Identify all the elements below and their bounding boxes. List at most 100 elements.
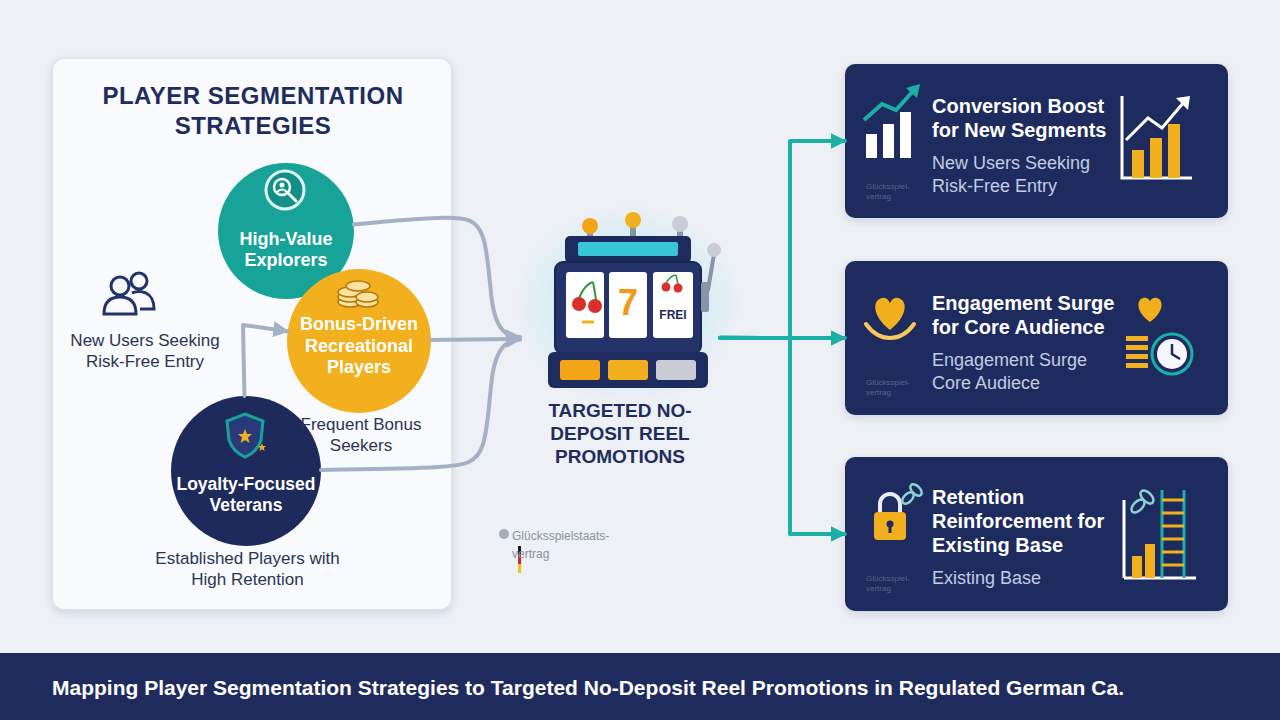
outcome-box: Engagement Surge for Core AudienceEngage… — [845, 261, 1228, 415]
coins-icon — [338, 292, 362, 302]
coins-icon — [356, 297, 378, 307]
regulation-emblem — [518, 564, 521, 573]
slot-machine — [582, 218, 598, 234]
text-group: Loyalty-Focused Veterans — [176, 474, 316, 516]
shield-icon — [227, 414, 266, 457]
people-icon — [104, 297, 136, 314]
slot-machine — [656, 360, 696, 380]
shield-icon — [238, 429, 252, 443]
heart-hands-icon — [875, 298, 904, 330]
regulation-emblem — [518, 555, 521, 564]
slot-machine — [572, 297, 586, 311]
heart-clock-icon — [1126, 354, 1148, 359]
chain-ladder-icon — [1124, 488, 1196, 578]
slot-machine — [582, 321, 594, 324]
chain-ladder-icon — [1123, 500, 1126, 578]
trend-chart-icon — [1168, 124, 1180, 178]
growth-bars-icon — [906, 84, 920, 98]
padlock-icon — [874, 512, 906, 540]
explorer-icon — [277, 190, 287, 193]
outcome-subtitle: New Users Seeking Risk-Free Entry — [932, 152, 1122, 197]
text-group: High-Value Explorers — [226, 229, 346, 270]
heart-clock-icon — [1126, 298, 1192, 374]
slot-machine — [548, 352, 708, 388]
padlock-icon — [889, 525, 892, 533]
slot-machine — [588, 299, 602, 313]
slot-machine — [608, 360, 648, 380]
chain-ladder-icon — [1124, 577, 1196, 580]
coins-icon — [338, 287, 362, 297]
slot-machine — [560, 360, 600, 380]
shield-icon — [227, 414, 263, 457]
segment-circle: Bonus-Driven Recreational Players — [287, 269, 431, 413]
segment-name: High-Value Explorers — [226, 229, 346, 270]
heart-clock-icon — [1126, 336, 1148, 341]
circle-outline — [287, 269, 431, 413]
chain-ladder-icon — [1145, 544, 1155, 578]
promotion-node: TARGETED NO-DEPOSIT REEL PROMOTIONS — [520, 195, 720, 480]
coins-icon — [346, 281, 370, 291]
trend-chart-icon — [1132, 150, 1144, 178]
trend-chart-icon — [1126, 102, 1184, 140]
slot-machine — [662, 283, 671, 292]
growth-bars-icon — [900, 112, 911, 158]
circle-outline — [171, 396, 321, 546]
chain-ladder-icon — [1162, 499, 1184, 502]
text-group: Retention Reinforcement for Existing Bas… — [932, 485, 1122, 590]
connector-arrow — [720, 336, 845, 340]
slot-machine — [578, 242, 678, 256]
slot-machine — [566, 272, 604, 338]
padlock-icon — [900, 490, 916, 506]
padlock-icon — [887, 521, 894, 528]
regulation-emblem — [499, 529, 509, 539]
padlock-icon — [874, 482, 924, 540]
connector-arrow — [243, 325, 288, 396]
regulation-emblem — [499, 529, 521, 573]
growth-bars-icon — [864, 84, 920, 158]
chain-ladder-icon — [1129, 497, 1147, 515]
text-group: Engagement Surge for Core AudienceEngage… — [932, 291, 1122, 394]
chain-ladder-icon — [1162, 512, 1184, 515]
slot-machine — [701, 282, 709, 312]
regulation-emblem — [518, 546, 521, 555]
promotion-title: TARGETED NO-DEPOSIT REEL PROMOTIONS — [520, 400, 720, 468]
growth-bars-icon — [883, 124, 894, 158]
text-group: TARGETED NO-DEPOSIT REEL PROMOTIONS — [520, 400, 720, 468]
connector-arrow — [720, 141, 845, 338]
slot-machine — [609, 272, 647, 338]
text-group: Bonus-Driven Recreational Players — [297, 314, 421, 379]
chain-ladder-icon — [1162, 538, 1184, 541]
segment-panel: PLAYER SEGMENTATION STRATEGIESHigh-Value… — [52, 58, 452, 610]
text-group: Conversion Boost for New SegmentsNew Use… — [932, 94, 1122, 197]
heart-clock-icon — [1157, 339, 1187, 369]
coins-icon — [356, 292, 378, 302]
connector-arrow — [354, 218, 520, 337]
segment-name: Loyalty-Focused Veterans — [176, 474, 316, 516]
trend-chart-icon — [1122, 96, 1192, 178]
outcome-box: Conversion Boost for New SegmentsNew Use… — [845, 64, 1228, 218]
padlock-icon — [908, 482, 924, 498]
slot-machine — [708, 254, 714, 290]
chain-ladder-icon — [1132, 556, 1142, 578]
people-icon — [111, 277, 129, 295]
slot-machine — [672, 216, 688, 232]
slot-machine — [677, 226, 683, 238]
slot-machine — [653, 272, 693, 338]
explorer-icon — [266, 171, 304, 209]
shield-icon — [258, 443, 266, 451]
slot-machine — [579, 282, 596, 300]
chain-ladder-icon — [1161, 490, 1164, 578]
explorer-icon — [288, 193, 296, 201]
heart-clock-icon — [1172, 344, 1180, 359]
growth-bars-icon — [864, 90, 914, 120]
connector-arrow — [321, 340, 520, 470]
trend-chart-icon — [1176, 96, 1190, 110]
slot-machine — [516, 205, 740, 405]
slot-machine — [674, 284, 683, 293]
outcome-subtitle: Existing Base — [932, 567, 1122, 590]
padlock-icon — [880, 494, 900, 514]
growth-bars-icon — [866, 134, 877, 158]
heart-clock-icon — [1126, 363, 1148, 368]
explorer-icon — [280, 183, 285, 188]
